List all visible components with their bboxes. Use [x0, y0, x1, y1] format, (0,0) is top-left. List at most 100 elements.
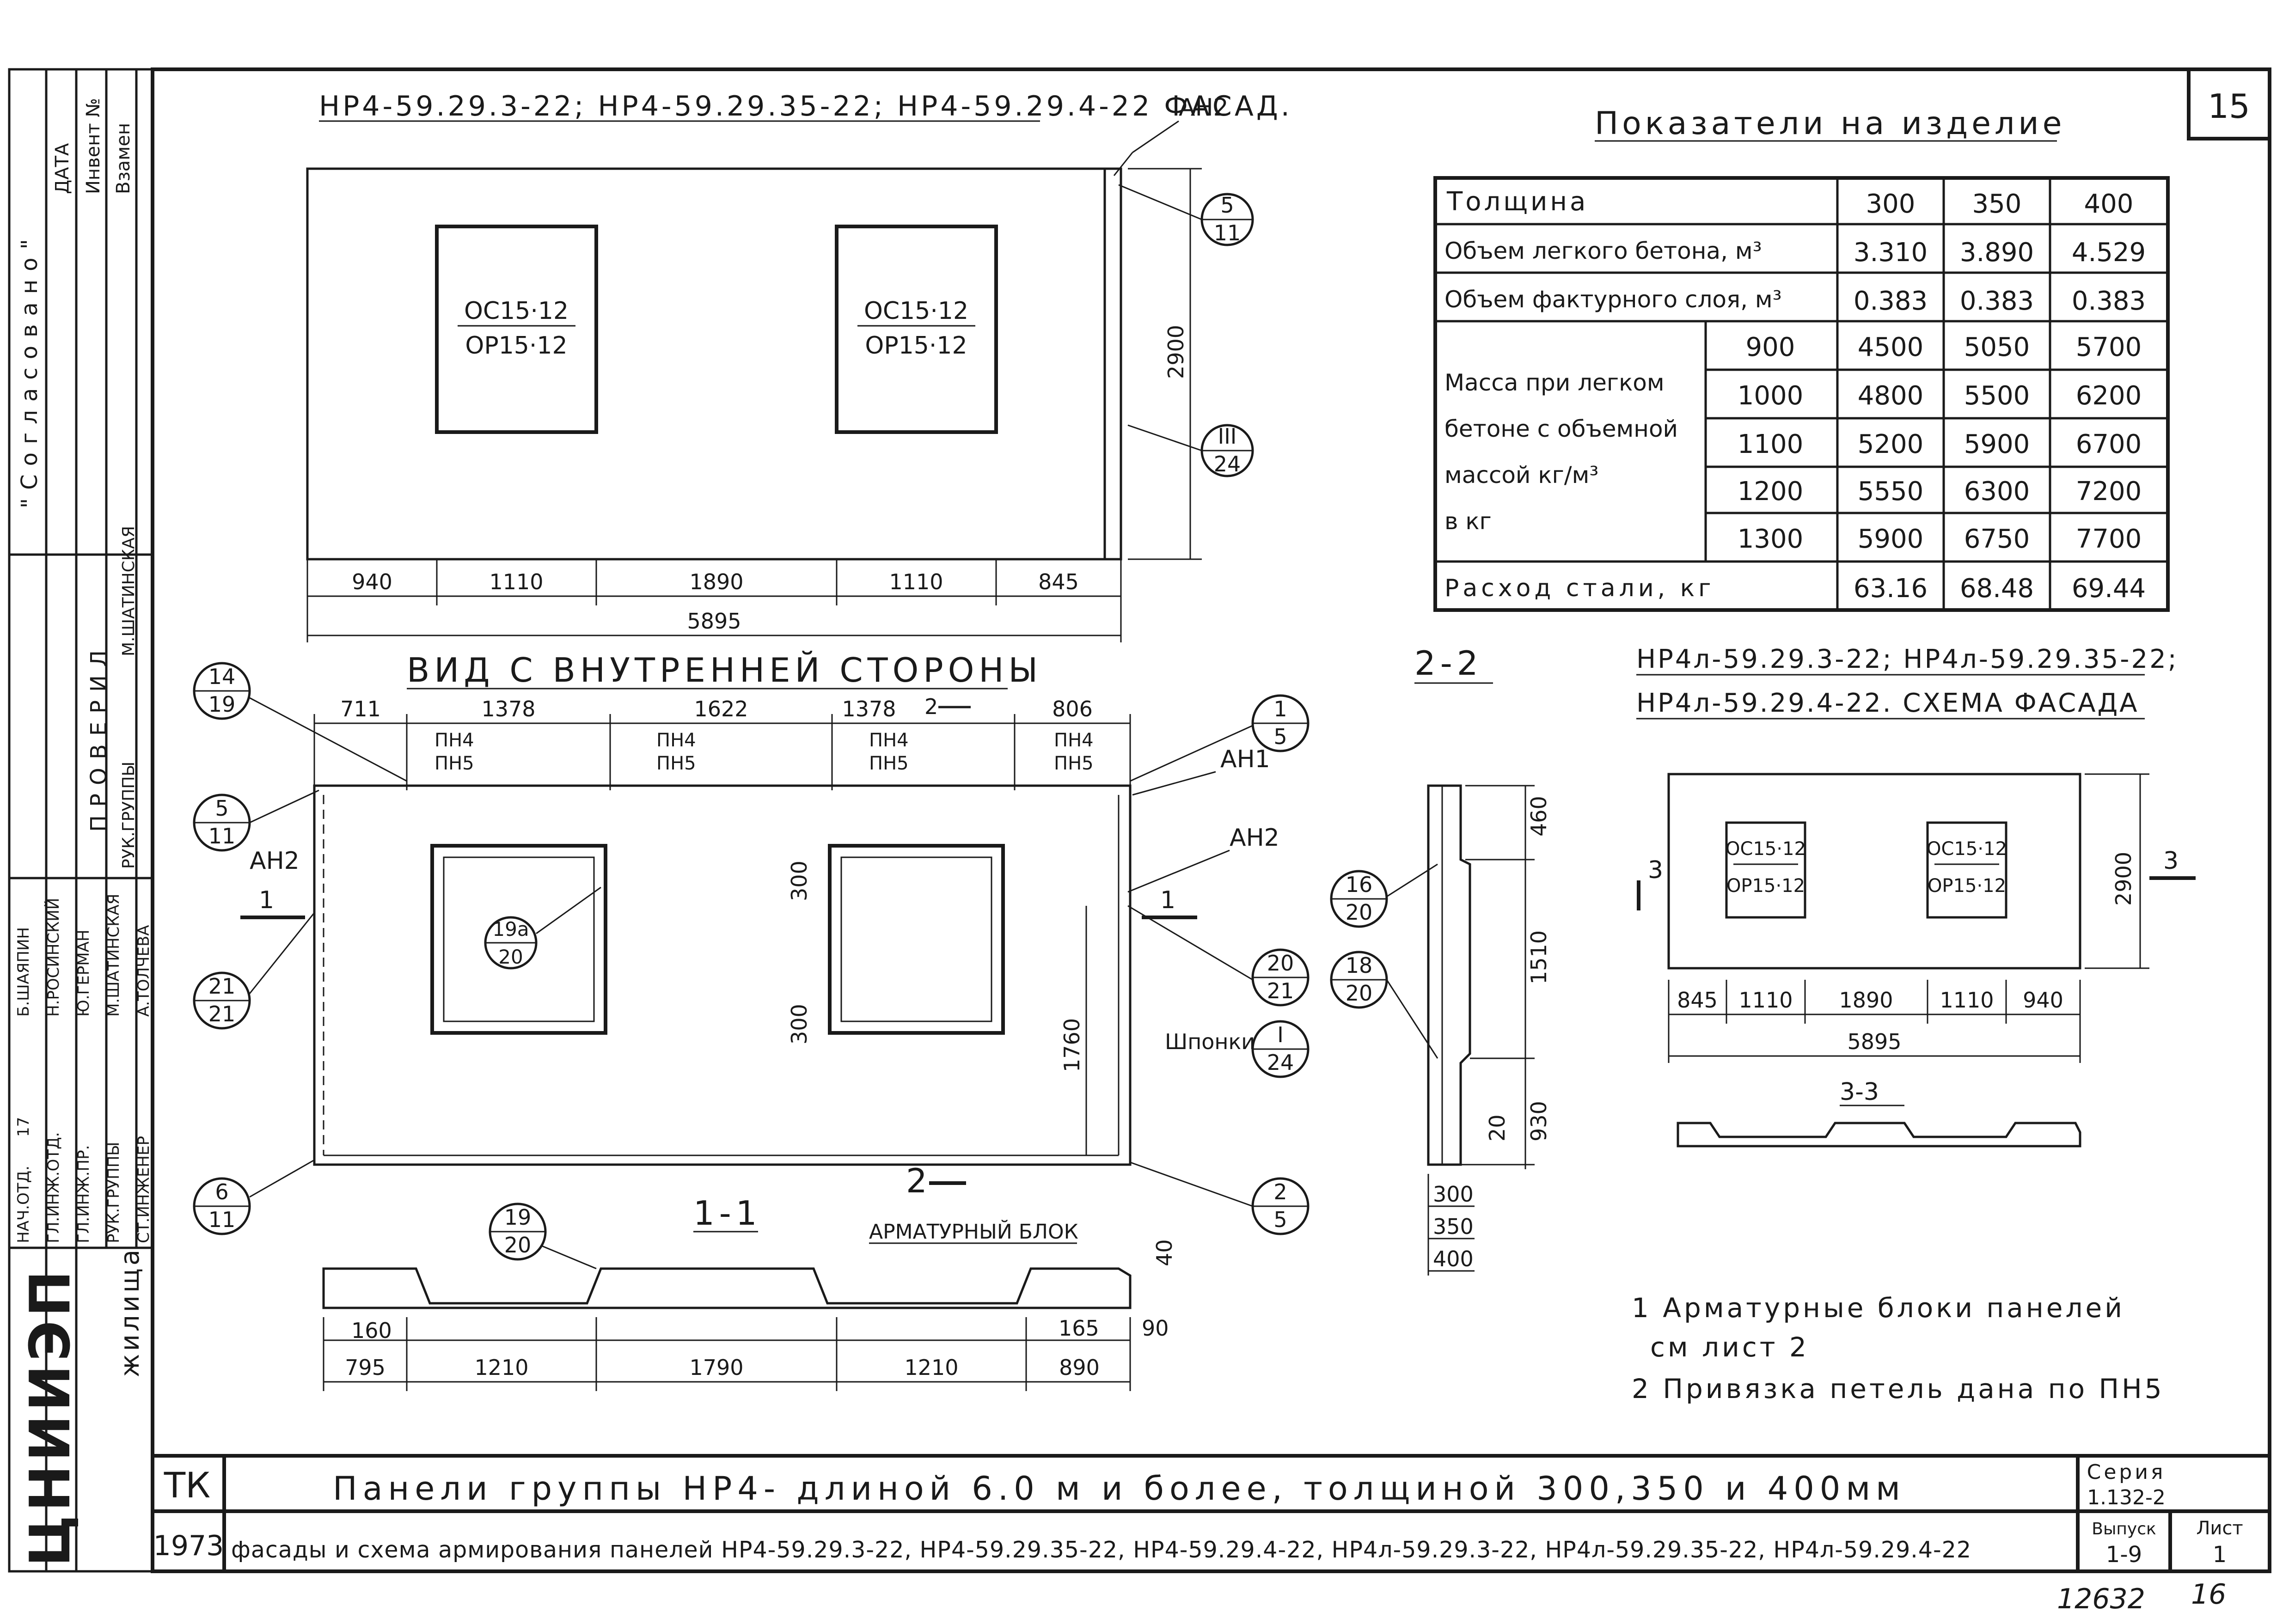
- svg-text:5: 5: [1273, 1207, 1287, 1232]
- svg-text:ТК: ТК: [164, 1465, 210, 1506]
- sheet-frame: [151, 67, 2271, 1573]
- sidebar-name: Н.РОСИНСКИЙ: [44, 898, 63, 1017]
- facade-window-2: [835, 225, 998, 434]
- svg-text:Серия: Серия: [2087, 1460, 2166, 1484]
- svg-text:845: 845: [1677, 988, 1718, 1013]
- svg-text:5: 5: [215, 796, 228, 821]
- svg-text:ОР15·12: ОР15·12: [865, 332, 967, 360]
- svg-text:24: 24: [1214, 452, 1241, 476]
- sidebar-data: ДАТА: [52, 143, 73, 194]
- svg-text:3: 3: [1648, 856, 1663, 884]
- svg-text:11: 11: [1214, 220, 1241, 245]
- svg-text:6700: 6700: [2076, 429, 2142, 459]
- svg-text:6200: 6200: [2076, 381, 2142, 411]
- svg-text:400: 400: [1433, 1246, 1474, 1271]
- bubble-5-11: 5 11: [193, 789, 319, 852]
- svg-text:2: 2: [1273, 1179, 1287, 1204]
- svg-text:24: 24: [1267, 1050, 1294, 1075]
- svg-text:ПН5: ПН5: [435, 753, 474, 774]
- bubble-2-5: 2 5: [1130, 1161, 1310, 1235]
- svg-text:1200: 1200: [1738, 476, 1804, 507]
- svg-text:5200: 5200: [1858, 429, 1924, 459]
- sidebar-proveril: ПРОВЕРИЛ: [86, 642, 112, 832]
- svg-text:63.16: 63.16: [1854, 574, 1928, 604]
- svg-text:5895: 5895: [1847, 1029, 1901, 1054]
- svg-text:Масса при легком: Масса при легком: [1444, 369, 1665, 396]
- section-2-2-title: 2-2: [1414, 644, 1483, 683]
- section-2-2: 2-2 460 1510 930 20 16 20 18 20 300 350 …: [1330, 644, 1551, 1276]
- svg-text:III: III: [1218, 424, 1237, 449]
- bubble-20-21: 20 21: [1127, 905, 1310, 1007]
- svg-text:ОР15·12: ОР15·12: [1928, 875, 2006, 897]
- bubble-6-11: 6 11: [193, 1159, 315, 1235]
- svg-text:Объем фактурного слоя, м³: Объем фактурного слоя, м³: [1444, 286, 1782, 313]
- svg-text:795: 795: [345, 1355, 386, 1380]
- svg-text:5895: 5895: [687, 609, 741, 634]
- table-title: Показатели на изделие: [1595, 105, 2065, 142]
- svg-text:1.132-2: 1.132-2: [2087, 1486, 2166, 1509]
- svg-text:11: 11: [208, 1207, 236, 1232]
- title-line-1: Панели группы НР4- длиной 6.0 м и более,…: [333, 1470, 1906, 1508]
- svg-text:19: 19: [504, 1205, 532, 1230]
- svg-text:1210: 1210: [474, 1355, 528, 1380]
- svg-text:5900: 5900: [1964, 429, 2030, 459]
- svg-text:19: 19: [208, 692, 236, 717]
- sidebar-role: ГЛ.ИНЖ.ОТД.: [44, 1132, 63, 1243]
- facade-scheme: НР4л-59.29.3-22; НР4л-59.29.35-22; НР4л-…: [1636, 644, 2196, 1148]
- svg-text:1760: 1760: [1059, 1018, 1084, 1072]
- svg-text:ПН4: ПН4: [656, 730, 696, 751]
- sidebar-soglasovano: "Согласовано": [17, 231, 43, 508]
- svg-text:14: 14: [208, 664, 236, 689]
- sidebar-role: СТ.ИНЖЕНЕР: [135, 1136, 153, 1243]
- svg-text:ПН5: ПН5: [869, 753, 909, 774]
- inner-window-1: [430, 844, 607, 1035]
- stamp-right: 16: [2191, 1578, 2226, 1611]
- svg-text:1: 1: [1160, 886, 1175, 914]
- svg-text:90: 90: [1142, 1316, 1169, 1341]
- svg-text:см лист 2: см лист 2: [1650, 1331, 1809, 1363]
- sidebar-role: НАЧ.ОТД.: [14, 1166, 33, 1243]
- sidebar-name: А.ТОЛЧЕВА: [135, 925, 153, 1017]
- scheme-panel: [1667, 773, 2081, 970]
- svg-text:711: 711: [340, 696, 381, 721]
- svg-text:1110: 1110: [489, 569, 543, 594]
- svg-text:1378: 1378: [481, 696, 535, 721]
- svg-text:ОС15·12: ОС15·12: [864, 297, 968, 325]
- svg-text:20: 20: [498, 946, 523, 968]
- svg-text:1100: 1100: [1738, 429, 1804, 459]
- facade-an2: АН2: [1179, 94, 1229, 122]
- svg-text:7700: 7700: [2076, 524, 2142, 554]
- svg-text:1110: 1110: [1738, 988, 1793, 1013]
- svg-text:2900: 2900: [1163, 325, 1188, 379]
- svg-text:2900: 2900: [2111, 852, 2136, 906]
- svg-text:18: 18: [1346, 953, 1373, 978]
- svg-text:1000: 1000: [1738, 381, 1804, 411]
- svg-text:2 Привязка петель дана по ПН5: 2 Привязка петель дана по ПН5: [1632, 1373, 2165, 1404]
- svg-text:1-9: 1-9: [2106, 1542, 2142, 1568]
- svg-text:в кг: в кг: [1444, 508, 1492, 535]
- sidebar-name: Б.ШАЯПИН: [14, 927, 33, 1017]
- sidebar-name: М.ШАТИНСКАЯ: [104, 894, 123, 1017]
- svg-text:1300: 1300: [1738, 524, 1804, 554]
- sidebar: ДАТА Инвент № Взамен "Согласовано" ПРОВЕ…: [8, 68, 154, 1573]
- svg-text:3.890: 3.890: [1960, 238, 2034, 268]
- inner-view: ВИД С ВНУТРЕННЕЙ СТОРОНЫ 711 1378 1622 1…: [193, 651, 1310, 1235]
- svg-text:массой кг/м³: массой кг/м³: [1444, 462, 1598, 488]
- facade-view: НР4-59.29.3-22; НР4-59.29.35-22; НР4-59.…: [306, 90, 1290, 642]
- svg-text:300: 300: [1433, 1182, 1474, 1207]
- svg-text:1: 1: [1273, 696, 1287, 721]
- svg-text:1790: 1790: [689, 1355, 743, 1380]
- svg-text:ПН4: ПН4: [435, 730, 474, 751]
- svg-text:160: 160: [351, 1318, 392, 1343]
- svg-text:5: 5: [1220, 193, 1234, 218]
- svg-text:1: 1: [2213, 1542, 2227, 1568]
- svg-text:0.383: 0.383: [2072, 286, 2146, 316]
- svg-text:АН2: АН2: [250, 847, 300, 875]
- svg-text:ПН5: ПН5: [656, 753, 696, 774]
- svg-text:АРМАТУРНЫЙ БЛОК: АРМАТУРНЫЙ БЛОК: [869, 1219, 1078, 1244]
- svg-text:ОР15·12: ОР15·12: [1726, 875, 1805, 897]
- bubble-14-19: 14 19: [193, 662, 407, 782]
- svg-text:1110: 1110: [1940, 988, 1994, 1013]
- sidebar-invent: Инвент №: [83, 98, 104, 194]
- facade-panel: [306, 167, 1122, 561]
